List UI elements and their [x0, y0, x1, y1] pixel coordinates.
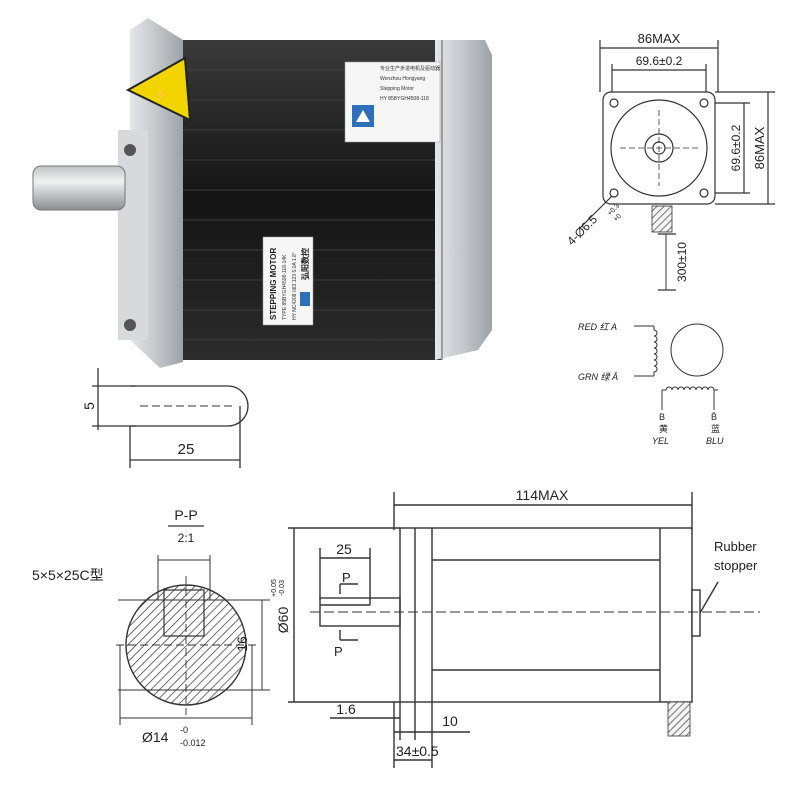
wire-b-left: B — [659, 412, 665, 422]
section-title: P-P — [174, 507, 197, 523]
dim-holes: 4-Ø6.5 — [564, 212, 600, 248]
section-scale: 2:1 — [178, 531, 195, 545]
motor-fins — [175, 69, 443, 341]
top-label-line-4: HY 85BYGH4508-118 — [380, 96, 429, 102]
dim-key-25: 25 — [178, 441, 195, 458]
rubber-stopper-label-2: stopper — [714, 558, 758, 573]
top-label-line-2: Wenzhou Hongyang — [380, 76, 425, 82]
side-logo-icon — [300, 292, 310, 306]
dim-pilot-tol-upper: +0.05 — [271, 579, 278, 597]
side-lead-cable — [667, 701, 691, 737]
wiring-diagram — [634, 323, 724, 410]
dim-section-tol-upper: -0 — [180, 725, 188, 735]
dim-1-6: 1.6 — [336, 701, 356, 717]
wire-b-right-cn: 蓝 — [711, 423, 720, 434]
wire-b-right: B̄ — [711, 412, 717, 422]
top-label-line-3: Stepping Motor — [380, 86, 414, 92]
dim-section-dia: Ø14 — [142, 729, 169, 745]
wire-red-a: RED 红 A — [578, 322, 617, 332]
warning-triangle-icon — [125, 56, 192, 122]
section-keyway: 5×5×25C型 — [32, 567, 104, 583]
dim-key-5: 5 — [81, 402, 97, 410]
flange-boss — [118, 130, 148, 340]
dim-86max-side: 86MAX — [752, 126, 767, 169]
shaft-end-view — [92, 368, 249, 468]
dim-lead-length: 300±10 — [675, 242, 689, 282]
dim-114max: 114MAX — [516, 487, 569, 503]
front-lead-cable — [651, 205, 673, 233]
dim-86max-top: 86MAX — [638, 31, 681, 46]
wire-b-left-color: YEL — [652, 436, 669, 446]
dim-10: 10 — [442, 713, 458, 729]
section-mark-bottom: P — [334, 644, 343, 659]
top-label-line-1: 专业生产步进电机及驱动器 — [380, 65, 440, 72]
wire-b-left-cn: 黄 — [659, 423, 668, 434]
side-view — [288, 492, 760, 768]
dim-shaft-25: 25 — [336, 541, 352, 557]
top-label: 专业生产步进电机及驱动器 Wenzhou Hongyang Stepping M… — [344, 61, 441, 143]
dim-69-6-side: 69.6±0.2 — [729, 124, 743, 171]
dim-section-16: 16 — [234, 636, 250, 652]
dim-pilot-tol-lower: -0.03 — [279, 580, 286, 596]
mount-hole-icon — [124, 319, 136, 331]
side-label-rating: HY NC4208 083.123 5.0A 1.8° — [292, 252, 298, 320]
side-label-brand: 弘阳数控 — [300, 248, 310, 280]
section-mark-top: P — [342, 570, 351, 585]
mount-hole-icon — [124, 144, 136, 156]
front-view — [579, 40, 775, 291]
wire-grn-a: GRN 绿 Ā — [578, 372, 618, 382]
dim-34: 34±0.5 — [396, 743, 439, 759]
warning-mark-icon: ⚡ — [153, 87, 170, 104]
wire-b-right-color: BLU — [706, 436, 724, 446]
side-label-title: STEPPING MOTOR — [269, 247, 278, 320]
side-label-type: TYPE 85BYGH4508-118-14K — [282, 254, 288, 320]
rear-end-cap — [435, 40, 492, 360]
dim-69-6-top: 69.6±0.2 — [636, 54, 683, 68]
dim-section-tol-lower: -0.012 — [180, 738, 206, 748]
shaft-section — [116, 555, 270, 725]
side-label: STEPPING MOTOR TYPE 85BYGH4508-118-14K H… — [262, 236, 314, 326]
dim-pilot-dia: Ø60 — [275, 607, 291, 634]
motor-photo: ⚡ 专业生产步进电机及驱动器 Wenzhou Hongyang Stepping… — [32, 18, 492, 368]
dim-holes-tol-lower: +0 — [612, 213, 623, 224]
rubber-stopper-label-1: Rubber — [714, 539, 757, 554]
motor-shaft — [32, 165, 126, 211]
